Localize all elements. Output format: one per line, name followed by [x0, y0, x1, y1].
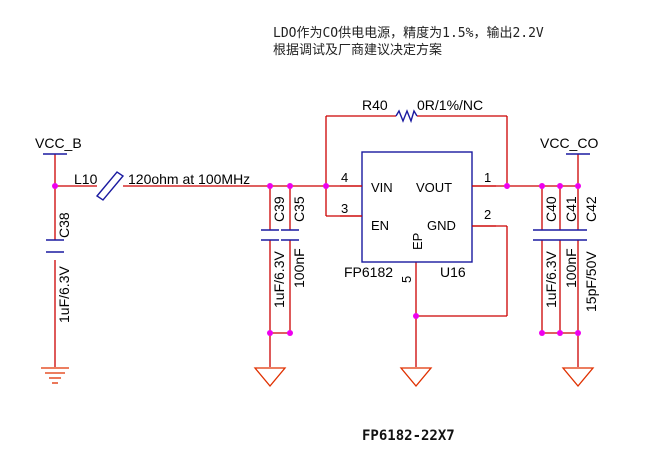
net-label-vcc-co: VCC_CO [540, 135, 598, 151]
junction-vout [504, 183, 510, 189]
ground-c38 [41, 367, 69, 384]
u16-pin-gnd-num: 2 [484, 207, 491, 222]
u16-pin-en-num: 3 [341, 201, 348, 216]
c39-ref: C39 [271, 196, 287, 222]
ic-u16: VIN EN VOUT GND EP 4 3 1 2 5 FP6182 U16 [340, 151, 496, 283]
u16-body [361, 151, 473, 263]
capacitor-c38: C38 1uF/6.3V [46, 212, 72, 323]
u16-pin-vin-num: 4 [341, 170, 348, 185]
u16-part: FP6182 [344, 264, 393, 280]
junction-c39 [267, 183, 273, 189]
u16-pin-en-name: EN [371, 218, 389, 233]
c40-value: 1uF/6.3V [543, 251, 559, 308]
c38-value: 1uF/6.3V [56, 266, 72, 323]
junction-vin [323, 183, 329, 189]
l10-value: 120ohm at 100MHz [128, 171, 250, 187]
net-label-vcc-b: VCC_B [35, 135, 82, 151]
c40-ref: C40 [543, 196, 559, 222]
c41-value: 100nF [563, 248, 579, 288]
r40-symbol [395, 109, 418, 124]
capacitor-c39: C39 1uF/6.3V [261, 196, 287, 308]
capacitor-c40: C40 1uF/6.3V [533, 196, 559, 308]
capacitor-c42: C42 15pF/50V [569, 196, 599, 312]
junction-output-gnd-2 [557, 330, 563, 336]
r40-ref: R40 [362, 97, 388, 113]
u16-pin-vout-num: 1 [484, 170, 491, 185]
u16-ref: U16 [440, 264, 466, 280]
r40-value: 0R/1%/NC [417, 97, 483, 113]
u16-pin-ep-name: EP [410, 233, 425, 250]
note-line-2: 根据调试及厂商建议决定方案 [273, 42, 442, 58]
l10-symbol [95, 171, 125, 201]
u16-pin-vout-name: VOUT [416, 180, 452, 195]
c38-ref: C38 [56, 212, 72, 238]
c35-ref: C35 [291, 196, 307, 222]
inductor-l10: L10 120ohm at 100MHz [74, 171, 250, 201]
u16-pin-ep-num: 5 [399, 276, 414, 283]
footer-part-number: FP6182-22X7 [362, 428, 455, 444]
c42-value: 15pF/50V [583, 251, 599, 312]
junction-output-gnd-3 [575, 330, 581, 336]
l10-ref: L10 [74, 171, 98, 187]
junction-u16-gnd [413, 313, 419, 319]
junction-vccb [52, 183, 58, 189]
c35-value: 100nF [291, 248, 307, 288]
capacitor-c35: C35 100nF [281, 196, 307, 288]
c39-value: 1uF/6.3V [271, 251, 287, 308]
ground-input-caps [253, 367, 287, 388]
c42-ref: C42 [583, 196, 599, 222]
c41-ref: C41 [563, 196, 579, 222]
junction-output-gnd-1 [539, 330, 545, 336]
wires [54, 115, 579, 367]
ground-output-caps [561, 367, 595, 388]
ground-u16 [399, 367, 433, 388]
capacitor-c41: C41 100nF [551, 196, 579, 288]
junction-c42 [575, 183, 581, 189]
resistor-r40: R40 0R/1%/NC [362, 97, 483, 124]
u16-pin-gnd-name: GND [427, 218, 456, 233]
junction-c40 [539, 183, 545, 189]
u16-pin-vin-name: VIN [371, 180, 393, 195]
junction-c35 [287, 183, 293, 189]
junction-input-gnd-1 [267, 330, 273, 336]
note-line-1: LDO作为CO供电电源，精度为1.5%，输出2.2V [273, 25, 544, 41]
junction-c41 [557, 183, 563, 189]
junction-input-gnd-2 [287, 330, 293, 336]
junctions [52, 183, 581, 336]
